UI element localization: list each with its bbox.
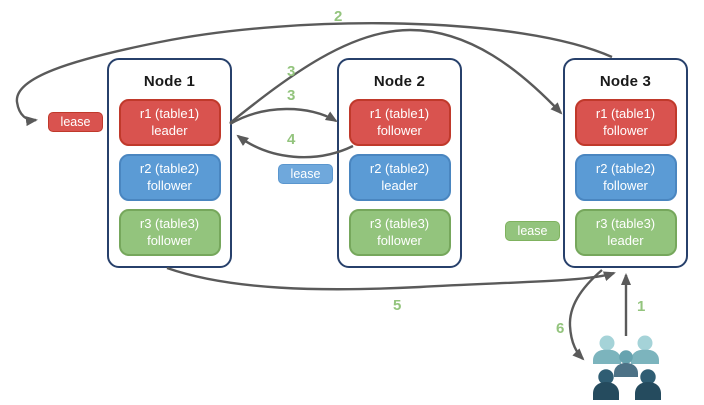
arrow-step-2 xyxy=(15,22,613,127)
replica-name: r3 (table3) xyxy=(139,216,200,232)
node-3-title: Node 3 xyxy=(599,73,652,90)
replica-name: r3 (table3) xyxy=(595,216,656,232)
step-label-5: 5 xyxy=(393,297,402,314)
node-1-replica-r1: r1 (table1) leader xyxy=(118,99,221,146)
replica-name: r2 (table2) xyxy=(369,161,430,177)
users-group-icon xyxy=(593,335,661,400)
user-back-right xyxy=(631,335,659,364)
node-3-replicas: r1 (table1) follower r2 (table2) followe… xyxy=(565,99,686,256)
replica-name: r2 (table2) xyxy=(595,161,656,177)
lease-badge-table2: lease xyxy=(278,164,333,184)
node-3-replica-r2: r2 (table2) follower xyxy=(574,154,677,201)
node-2-replica-r3: r3 (table3) follower xyxy=(348,209,451,256)
replica-name: r1 (table1) xyxy=(139,106,200,122)
node-3: Node 3 r1 (table1) follower r2 (table2) … xyxy=(563,58,688,268)
node-2-replica-r2: r2 (table2) leader xyxy=(348,154,451,201)
replica-role: follower xyxy=(377,232,422,248)
node-1-replicas: r1 (table1) leader r2 (table2) follower … xyxy=(109,99,230,256)
node-2-replicas: r1 (table1) follower r2 (table2) leader … xyxy=(339,99,460,256)
step-label-1: 1 xyxy=(637,298,646,315)
node-1-replica-r2: r2 (table2) follower xyxy=(118,154,221,201)
node-2-title: Node 2 xyxy=(373,73,426,90)
replica-name: r2 (table2) xyxy=(139,161,200,177)
replica-role: follower xyxy=(603,122,648,138)
node-3-replica-r1: r1 (table1) follower xyxy=(574,99,677,146)
replica-name: r1 (table1) xyxy=(595,106,656,122)
replica-role: leader xyxy=(607,232,644,248)
node-2: Node 2 r1 (table1) follower r2 (table2) … xyxy=(337,58,462,268)
replica-role: leader xyxy=(381,177,418,193)
lease-badge-table3: lease xyxy=(505,221,560,241)
arrow-step-4 xyxy=(236,134,354,159)
replica-name: r1 (table1) xyxy=(369,106,430,122)
node-3-replica-r3: r3 (table3) leader xyxy=(574,209,677,256)
user-front-right xyxy=(635,369,661,400)
user-front-left xyxy=(593,369,619,400)
step-label-3b: 3 xyxy=(287,87,296,104)
replica-name: r3 (table3) xyxy=(369,216,430,232)
arrow-step-3-to-node2 xyxy=(229,107,338,126)
arrow-step-3-to-node3 xyxy=(229,28,563,124)
node-1: Node 1 r1 (table1) leader r2 (table2) fo… xyxy=(107,58,232,268)
step-label-2: 2 xyxy=(334,8,343,25)
node-2-replica-r1: r1 (table1) follower xyxy=(348,99,451,146)
arrow-step-5 xyxy=(166,266,616,291)
node-1-title: Node 1 xyxy=(143,73,196,90)
replica-role: leader xyxy=(151,122,188,138)
replica-role: follower xyxy=(603,177,648,193)
user-middle xyxy=(614,350,638,377)
lease-badge-table1: lease xyxy=(48,112,103,132)
step-label-4: 4 xyxy=(287,131,296,148)
replica-role: follower xyxy=(147,177,192,193)
user-back-left xyxy=(593,335,621,364)
node-1-replica-r3: r3 (table3) follower xyxy=(118,209,221,256)
step-label-6: 6 xyxy=(556,320,565,337)
replica-role: follower xyxy=(147,232,192,248)
arrow-step-6 xyxy=(568,269,603,361)
step-label-3a: 3 xyxy=(287,63,296,80)
replica-role: follower xyxy=(377,122,422,138)
